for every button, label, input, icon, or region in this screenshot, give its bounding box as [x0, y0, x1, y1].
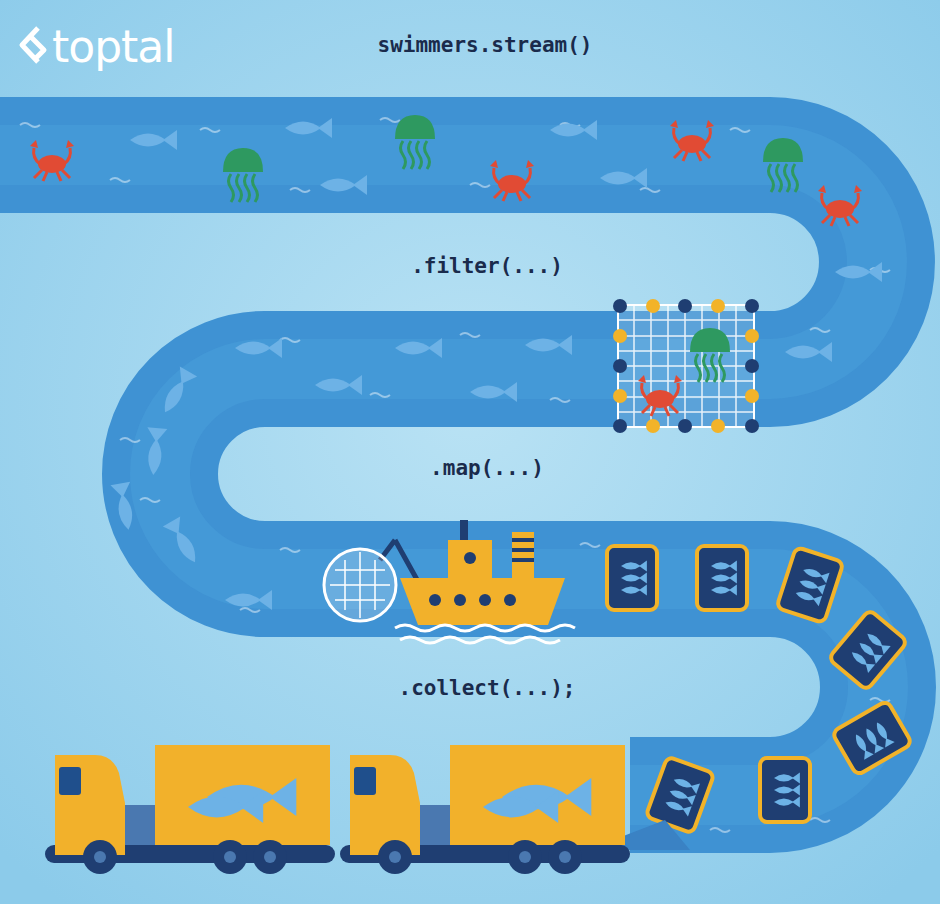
- stream-call: swimmers.stream(): [378, 32, 593, 58]
- mapped-crates: [607, 546, 912, 834]
- watermark-logo: toptal: [52, 22, 175, 72]
- water-waves: [20, 118, 890, 832]
- filter-call: .filter(...): [411, 253, 563, 279]
- collect-trucks: [45, 745, 690, 874]
- swimmers-unfiltered: [30, 115, 882, 282]
- filter-net: [613, 299, 759, 433]
- toptal-logo-icon: [22, 28, 44, 62]
- map-ship: [324, 520, 575, 643]
- collect-call: .collect(...);: [398, 675, 575, 701]
- swimmers-filtered: [110, 335, 832, 610]
- river: [0, 155, 878, 795]
- map-call: .map(...): [430, 455, 544, 481]
